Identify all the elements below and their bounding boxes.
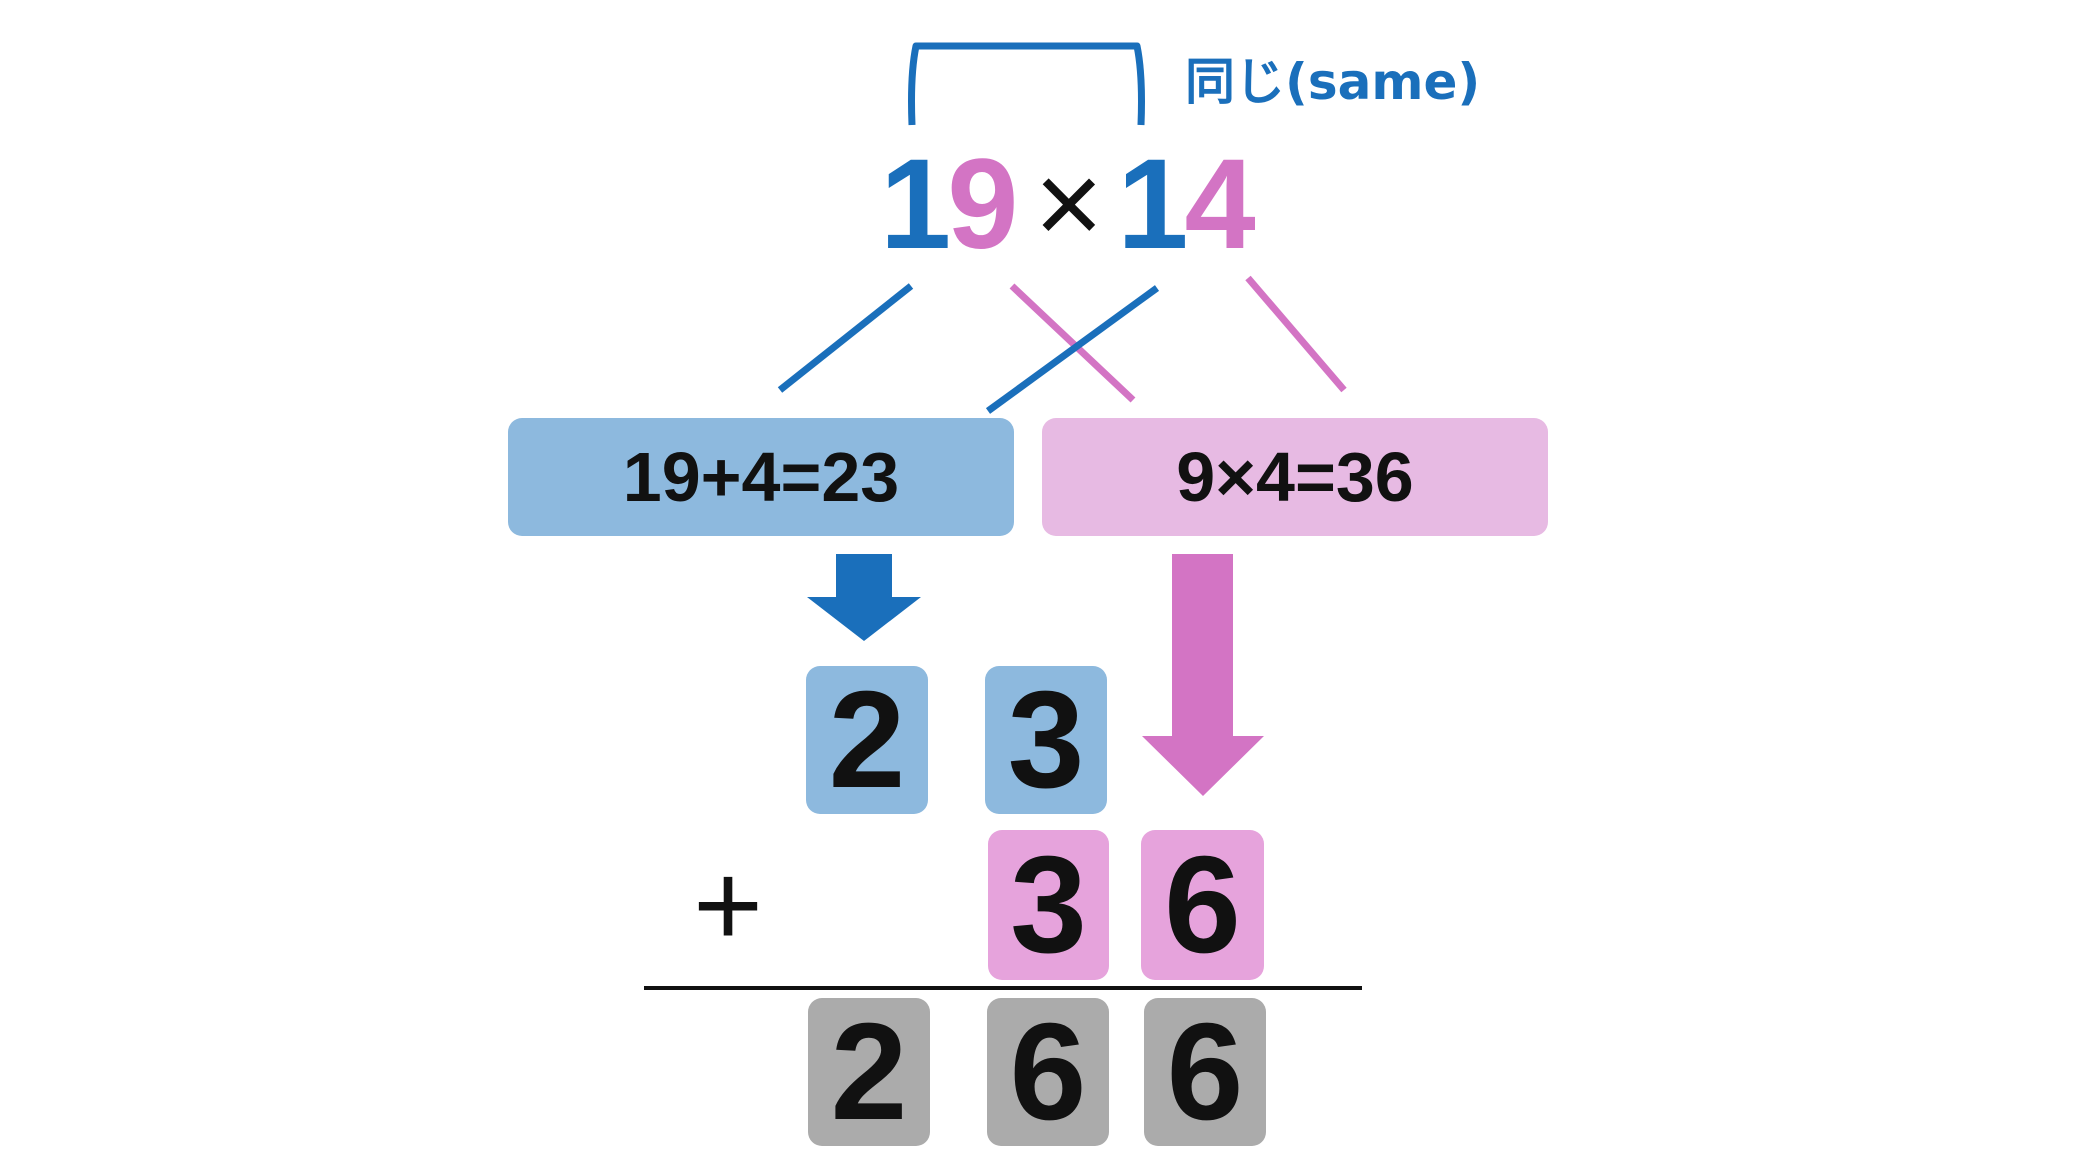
right-ones-digit: 4 xyxy=(1184,133,1255,276)
left-ones-digit: 9 xyxy=(947,133,1018,276)
step-box-sum: 19+4=23 xyxy=(508,418,1014,536)
digit-box-row2-tens: 3 xyxy=(988,830,1109,980)
digit-box-row1-hundreds: 2 xyxy=(806,666,928,814)
plus-sign: + xyxy=(692,838,764,972)
digit-box-row1-tens: 3 xyxy=(985,666,1107,814)
right-tens-digit: 1 xyxy=(1117,133,1188,276)
step-box-product: 9×4=36 xyxy=(1042,418,1548,536)
digit-box-row2-ones: 6 xyxy=(1141,830,1264,980)
result-digit-tens: 6 xyxy=(987,998,1109,1146)
connector-4-right xyxy=(1245,275,1347,393)
arrow-down-blue xyxy=(807,554,921,641)
left-tens-digit: 1 xyxy=(880,133,951,276)
connector-19-left xyxy=(777,283,914,393)
times-sign: × xyxy=(1034,138,1103,270)
arrow-down-pink xyxy=(1142,554,1264,796)
result-digit-ones: 6 xyxy=(1144,998,1266,1146)
same-label: 同じ(same) xyxy=(1185,53,1481,111)
connector-9-right xyxy=(1009,283,1136,403)
same-bracket xyxy=(908,42,1145,126)
problem-expression: 19×14 xyxy=(880,133,1256,276)
result-digit-hundreds: 2 xyxy=(808,998,930,1146)
sum-line xyxy=(644,986,1362,990)
connector-14-left xyxy=(985,285,1160,414)
